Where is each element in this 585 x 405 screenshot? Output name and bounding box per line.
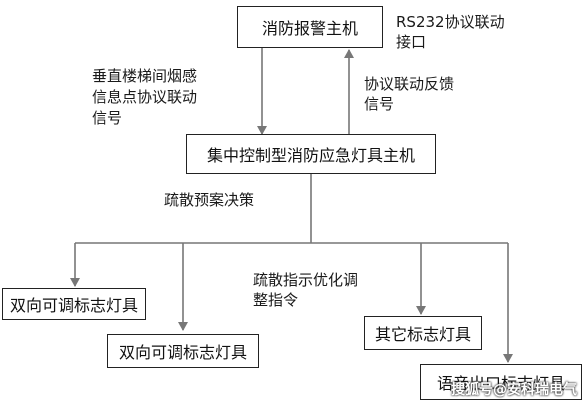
decision-label-text: 疏散预案决策 [164, 191, 255, 209]
watermark: 搜狐号@安科瑞电气 [451, 382, 577, 398]
decision-label: 疏散预案决策 [164, 190, 254, 210]
rs232-label-line-2: 接口 [396, 33, 427, 51]
voice-exit-sign-box: 语音出口标志灯具 [420, 364, 582, 400]
adjust-label-line-1: 疏散指示优化调 [253, 271, 359, 289]
central-host-box: 集中控制型消防应急灯具主机 [186, 134, 436, 174]
bidirectional-sign-label-2: 双向可调标志灯具 [118, 343, 247, 362]
rs232-label: RS232协议联动 接口 [396, 12, 505, 52]
central-host-label: 集中控制型消防应急灯具主机 [206, 146, 415, 165]
voice-exit-sign-label: 语音出口标志灯具 [436, 374, 565, 393]
other-sign-label: 其它标志灯具 [374, 325, 471, 344]
fire-alarm-host-label: 消防报警主机 [261, 19, 358, 38]
bidirectional-sign-box-1: 双向可调标志灯具 [2, 288, 146, 320]
stair-smoke-label-line-2: 信息点协议联动 [92, 88, 198, 106]
fire-alarm-host-box: 消防报警主机 [237, 6, 383, 48]
other-sign-box: 其它标志灯具 [364, 316, 482, 350]
feedback-label: 协议联动反馈 信号 [364, 74, 454, 114]
bidirectional-sign-box-2: 双向可调标志灯具 [107, 334, 259, 368]
stair-smoke-label-line-1: 垂直楼梯间烟感 [92, 67, 198, 85]
stair-smoke-label-line-3: 信号 [92, 109, 123, 127]
feedback-label-line-2: 信号 [364, 95, 395, 113]
feedback-label-line-1: 协议联动反馈 [364, 75, 455, 93]
rs232-label-line-1: RS232协议联动 [396, 13, 505, 31]
bidirectional-sign-label-1: 双向可调标志灯具 [9, 296, 138, 315]
adjust-label: 疏散指示优化调 整指令 [253, 270, 358, 310]
adjust-label-line-2: 整指令 [253, 291, 299, 309]
stair-smoke-label: 垂直楼梯间烟感 信息点协议联动 信号 [92, 66, 197, 129]
